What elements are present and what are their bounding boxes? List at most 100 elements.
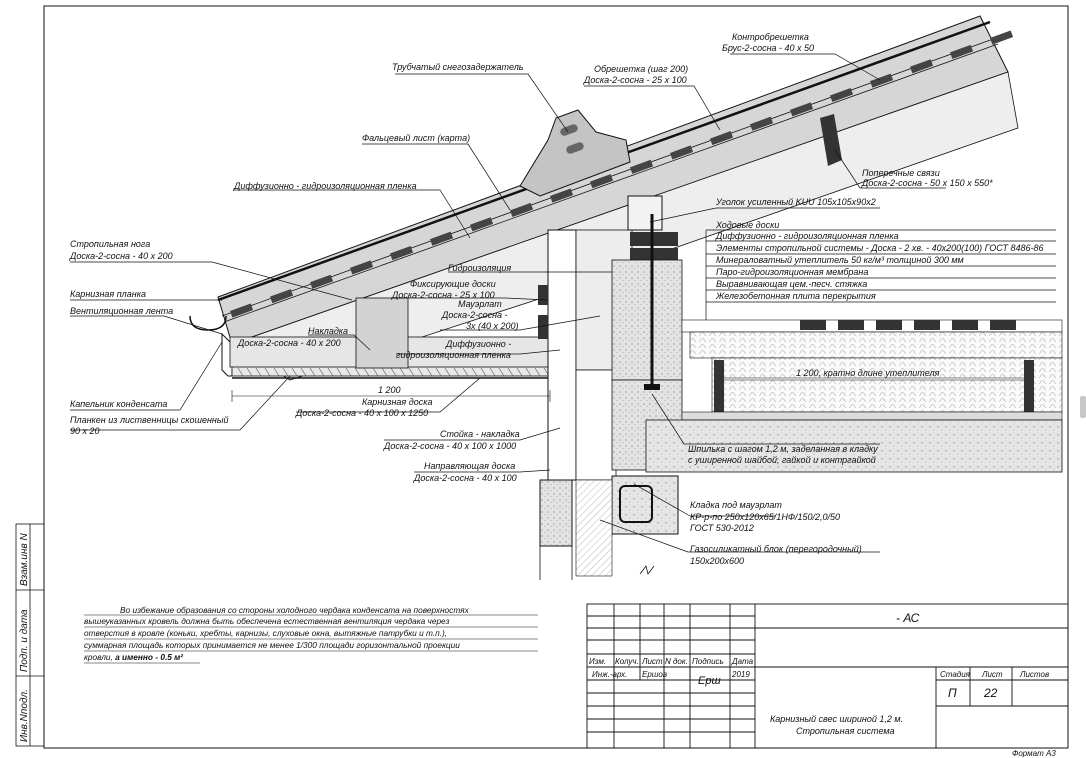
sheet-frame — [43, 5, 1069, 749]
layer-item: Железобетонная плита перекрытия — [715, 291, 876, 301]
batten — [309, 274, 334, 289]
stamp-header: Колуч. — [615, 657, 639, 666]
batten-row — [230, 30, 1014, 318]
label-stud: Шпилька с шагом 1,2 м, заделанная в клад… — [688, 444, 878, 454]
label-mauerlat-spec: Доска-2-сосна - — [441, 310, 508, 320]
plank-tick — [462, 367, 469, 377]
stamp-title-2: Стропильная система — [796, 726, 895, 736]
side-inv-replace: Взам.инв N — [19, 533, 30, 586]
cross-tie — [820, 114, 842, 166]
snow-guard — [519, 109, 631, 197]
label-post-overlay-spec: Доска-2-сосна - 40 х 100 х 1000 — [383, 441, 516, 451]
stamp-role: Инж.-арх. — [592, 670, 627, 679]
stamp-stage: П — [948, 686, 957, 700]
stamp-header: Лист — [641, 657, 663, 666]
plank-tick — [399, 367, 406, 377]
plank-tick — [390, 367, 397, 377]
label-diffusion-membrane: Диффузионно - гидроизоляционная пленка — [233, 181, 417, 191]
plank-tick — [498, 367, 505, 377]
batten — [430, 231, 454, 246]
batten — [390, 246, 414, 261]
plank-tick — [291, 367, 298, 377]
label-waterproofing: Гидроизоляция — [448, 263, 511, 273]
note-line: вышеуказанных кровель должна быть обеспе… — [84, 616, 450, 626]
label-obreshetka: Обрешетка (шаг 200) — [594, 64, 688, 74]
plank-tick — [480, 367, 487, 377]
stamp-header: Подпись — [692, 657, 724, 666]
plank-tick — [309, 367, 316, 377]
plank-tick — [327, 367, 334, 377]
plank-tick — [507, 367, 514, 377]
plank-tick — [363, 367, 370, 377]
batten — [350, 260, 374, 275]
label-kontrobreshetka-spec: Брус-2-сосна - 40 x 50 — [722, 43, 814, 53]
stamp-sheet-no: 22 — [983, 686, 998, 700]
plank-tick — [417, 367, 424, 377]
layer-item: Минераловатный утеплитель 50 кг/м³ толщи… — [716, 255, 964, 265]
batten — [510, 202, 534, 217]
note-line: суммарная площадь которых принимается не… — [84, 640, 460, 650]
stamp-header: Дата — [731, 657, 754, 666]
label-eaves-board-spec: Доска-2-сосна - 40 х 100 х 1250 — [295, 408, 428, 418]
label-guide-board-spec: Доска-2-сосна - 40 х 100 — [413, 473, 517, 483]
label-masonry-spec: КР-р-по 250х120х65/1НФ/150/2,0/50 — [690, 512, 840, 522]
label-insul-dim: 1 200, кратно длине утеплителя — [796, 368, 940, 378]
label-dim-1200: 1 200 — [378, 385, 401, 395]
layers-table — [705, 229, 1056, 320]
label-overlay-spec: Доска-2-сосна - 40 х 200 — [237, 338, 341, 348]
plank-tick — [534, 367, 541, 377]
ventilation-note: Во избежание образования со стороны холо… — [84, 605, 538, 664]
layer-item: Ходовые доски — [715, 220, 779, 230]
label-kontrobreshetka: Контробрешетка — [732, 32, 809, 42]
title-block — [586, 603, 1069, 749]
plank-tick — [444, 367, 451, 377]
label-cross-ties: Поперечные связи — [862, 168, 940, 178]
plank-tick — [525, 367, 532, 377]
plank-tick — [273, 367, 280, 377]
vertical-scrollbar[interactable] — [1080, 396, 1086, 418]
batten — [230, 303, 254, 318]
layer-item: Выравнивающая цем.-песч. стяжка — [716, 279, 867, 289]
batten — [750, 116, 774, 131]
label-overlay: Накладка — [308, 326, 348, 336]
label-snow-guard: Трубчатый снегозадержатель — [392, 62, 524, 72]
batten — [710, 131, 734, 146]
dimension-lines — [231, 379, 1024, 402]
layer-item: Элементы стропильной системы - Доска - 2… — [716, 243, 1043, 253]
note-line: отверстия в кровле (коньки, хребты, карн… — [84, 628, 447, 638]
batten — [630, 159, 654, 174]
batten — [990, 30, 1014, 45]
label-stud-spec: с уширенной шайбой, гайкой и контргайкой — [688, 455, 876, 465]
label-rafter-leg: Стропильная нога — [70, 239, 150, 249]
plank-tick — [489, 367, 496, 377]
note-line: Во избежание образования со стороны холо… — [120, 605, 470, 615]
wall-node — [538, 195, 683, 580]
batten — [790, 102, 814, 117]
label-fixing-boards-spec: Доска-2-сосна - 25 x 100 — [391, 290, 495, 300]
label-gas-block: Газосиликатный блок (перегородочный) — [690, 544, 862, 554]
plank-tick — [453, 367, 460, 377]
layer-item: Паро-гидроизоляционная мембрана — [716, 267, 868, 277]
batten — [870, 73, 894, 88]
label-guide-board: Направляющая доска — [424, 461, 515, 471]
note-line-last: кровли, а именно - 0.5 м² — [84, 652, 183, 662]
plank-tick — [237, 367, 244, 377]
label-post-overlay: Стойка - накладка — [440, 429, 520, 439]
batten — [670, 145, 694, 160]
label-eaves-strip: Карнизная планка — [70, 289, 146, 299]
batten — [950, 44, 974, 59]
stamp-format: Формат А3 — [1012, 749, 1056, 758]
batten — [830, 87, 854, 103]
stamp-title-1: Карнизный свес шириной 1,2 м. — [770, 714, 903, 724]
label-mauerlat-spec2: 3х (40 х 200) — [466, 321, 519, 331]
attic-slab — [645, 319, 1063, 473]
label-rafter-leg-spec: Доска-2-сосна - 40 x 200 — [69, 251, 173, 261]
title-block-text: - АС Изм. Колуч. Лист N док. Подпись Дат… — [589, 611, 1056, 758]
plank-tick — [372, 367, 379, 377]
layer-item: Диффузионно - гидроизоляционная пленка — [715, 231, 899, 241]
stamp-year: 2019 — [731, 670, 750, 679]
callout-labels: Контробрешетка Брус-2-сосна - 40 x 50 Тр… — [69, 32, 993, 566]
plank-tick — [354, 367, 361, 377]
leader-lines — [70, 53, 946, 553]
